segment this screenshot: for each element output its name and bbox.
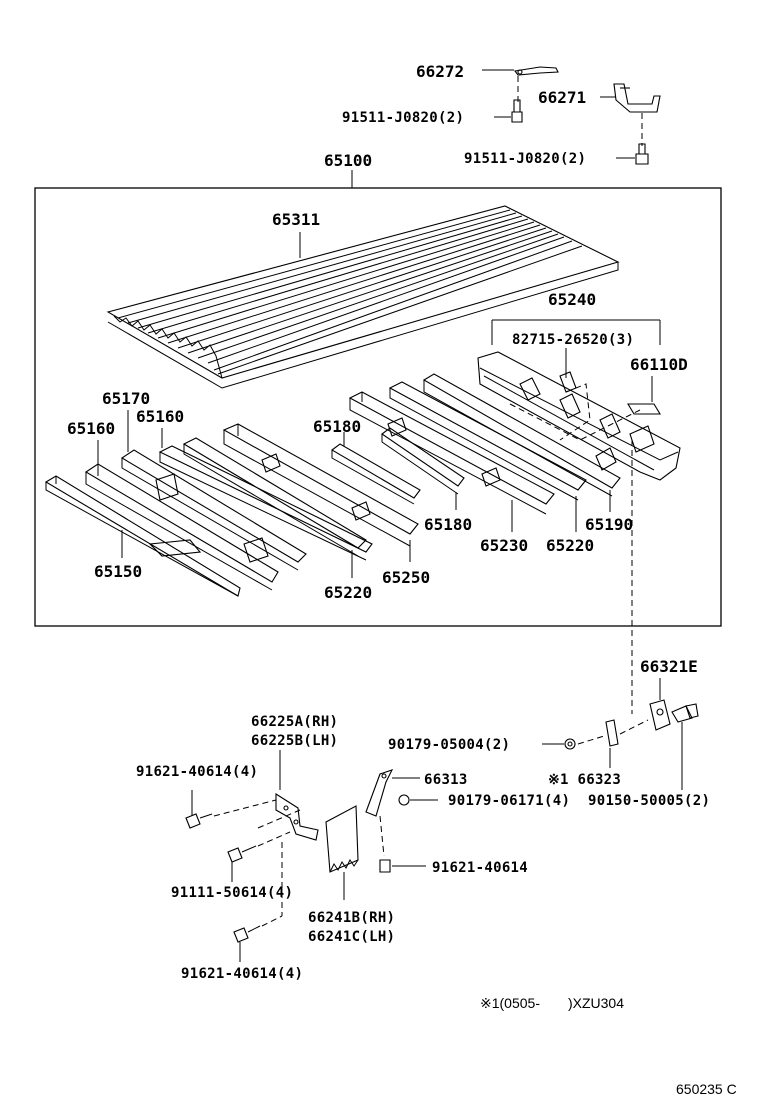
label-66271: 66271 xyxy=(538,88,586,107)
mud-guard-66241 xyxy=(325,805,359,873)
bolt-91511-b xyxy=(635,143,649,165)
cross-sill-65220-b xyxy=(388,381,587,501)
figure-id: 650235 C xyxy=(676,1081,737,1097)
label-91111: 91111-50614(4) xyxy=(171,885,293,901)
label-65150: 65150 xyxy=(94,562,142,581)
bolt-91511-a xyxy=(511,99,523,123)
stay-66313 xyxy=(365,769,394,817)
label-66225a: 66225A(RH) xyxy=(251,714,338,730)
label-65250: 65250 xyxy=(382,568,430,587)
label-65240: 65240 xyxy=(548,290,596,309)
bracket-66110d xyxy=(627,403,661,415)
floor-panel-65311 xyxy=(106,205,620,389)
label-90179-a: 90179-05004(2) xyxy=(388,737,510,753)
plate-66323 xyxy=(605,719,619,747)
cross-sill-65160-b xyxy=(158,445,373,561)
cross-sill-65170 xyxy=(120,449,307,571)
bolt-91621-a xyxy=(185,813,213,829)
bracket-66271 xyxy=(613,83,661,113)
cross-sill-65250 xyxy=(222,423,419,547)
label-65100: 65100 xyxy=(324,151,372,170)
label-66110d: 66110D xyxy=(630,355,688,374)
label-66272: 66272 xyxy=(416,62,464,81)
hinge-66321e xyxy=(649,699,671,731)
bracket-66272 xyxy=(514,66,559,76)
nut-90179-a xyxy=(564,738,576,750)
label-91621-c: 91621-40614(4) xyxy=(181,966,303,982)
label-66241c: 66241C(LH) xyxy=(308,929,395,945)
label-65170: 65170 xyxy=(102,389,150,408)
cross-sill-65180-a xyxy=(331,443,421,505)
bolt-91111 xyxy=(227,845,257,863)
label-65220-a: 65220 xyxy=(546,536,594,555)
label-91621-b: 91621-40614 xyxy=(432,860,528,876)
label-66313: 66313 xyxy=(424,772,468,788)
cross-sill-65220-a xyxy=(182,437,367,557)
label-65230: 65230 xyxy=(480,536,528,555)
label-90150: 90150-50005(2) xyxy=(588,793,710,809)
label-91511-a: 91511-J0820(2) xyxy=(342,110,464,126)
bolt-90150 xyxy=(671,703,699,723)
assembly-frame-65100 xyxy=(34,187,722,627)
label-66321e: 66321E xyxy=(640,657,698,676)
bolt-91621-c xyxy=(233,925,261,943)
label-65180-a: 65180 xyxy=(313,417,361,436)
label-65160-a: 65160 xyxy=(67,419,115,438)
bracket-66225 xyxy=(275,792,319,841)
label-65311: 65311 xyxy=(272,210,320,229)
label-65220-b: 65220 xyxy=(324,583,372,602)
label-66323: ※1 66323 xyxy=(548,772,621,788)
nut-90179-b xyxy=(398,794,410,806)
label-65180-b: 65180 xyxy=(424,515,472,534)
footnote: ※1(0505- )XZU304 xyxy=(480,995,624,1011)
label-66225b: 66225B(LH) xyxy=(251,733,338,749)
label-91621-a: 91621-40614(4) xyxy=(136,764,258,780)
cross-sill-65190 xyxy=(422,373,621,497)
rear-sill-65240 xyxy=(477,351,681,481)
bolt-91621-b xyxy=(379,859,391,873)
label-90179-b: 90179-06171(4) xyxy=(448,793,570,809)
label-82715: 82715-26520(3) xyxy=(512,332,634,348)
label-91511-b: 91511-J0820(2) xyxy=(464,151,586,167)
label-65160-b: 65160 xyxy=(136,407,184,426)
cross-sill-65150 xyxy=(44,475,241,597)
cross-sill-65160-a xyxy=(84,463,279,591)
cross-sill-65230 xyxy=(348,391,555,515)
label-65190: 65190 xyxy=(585,515,633,534)
label-66241b: 66241B(RH) xyxy=(308,910,395,926)
